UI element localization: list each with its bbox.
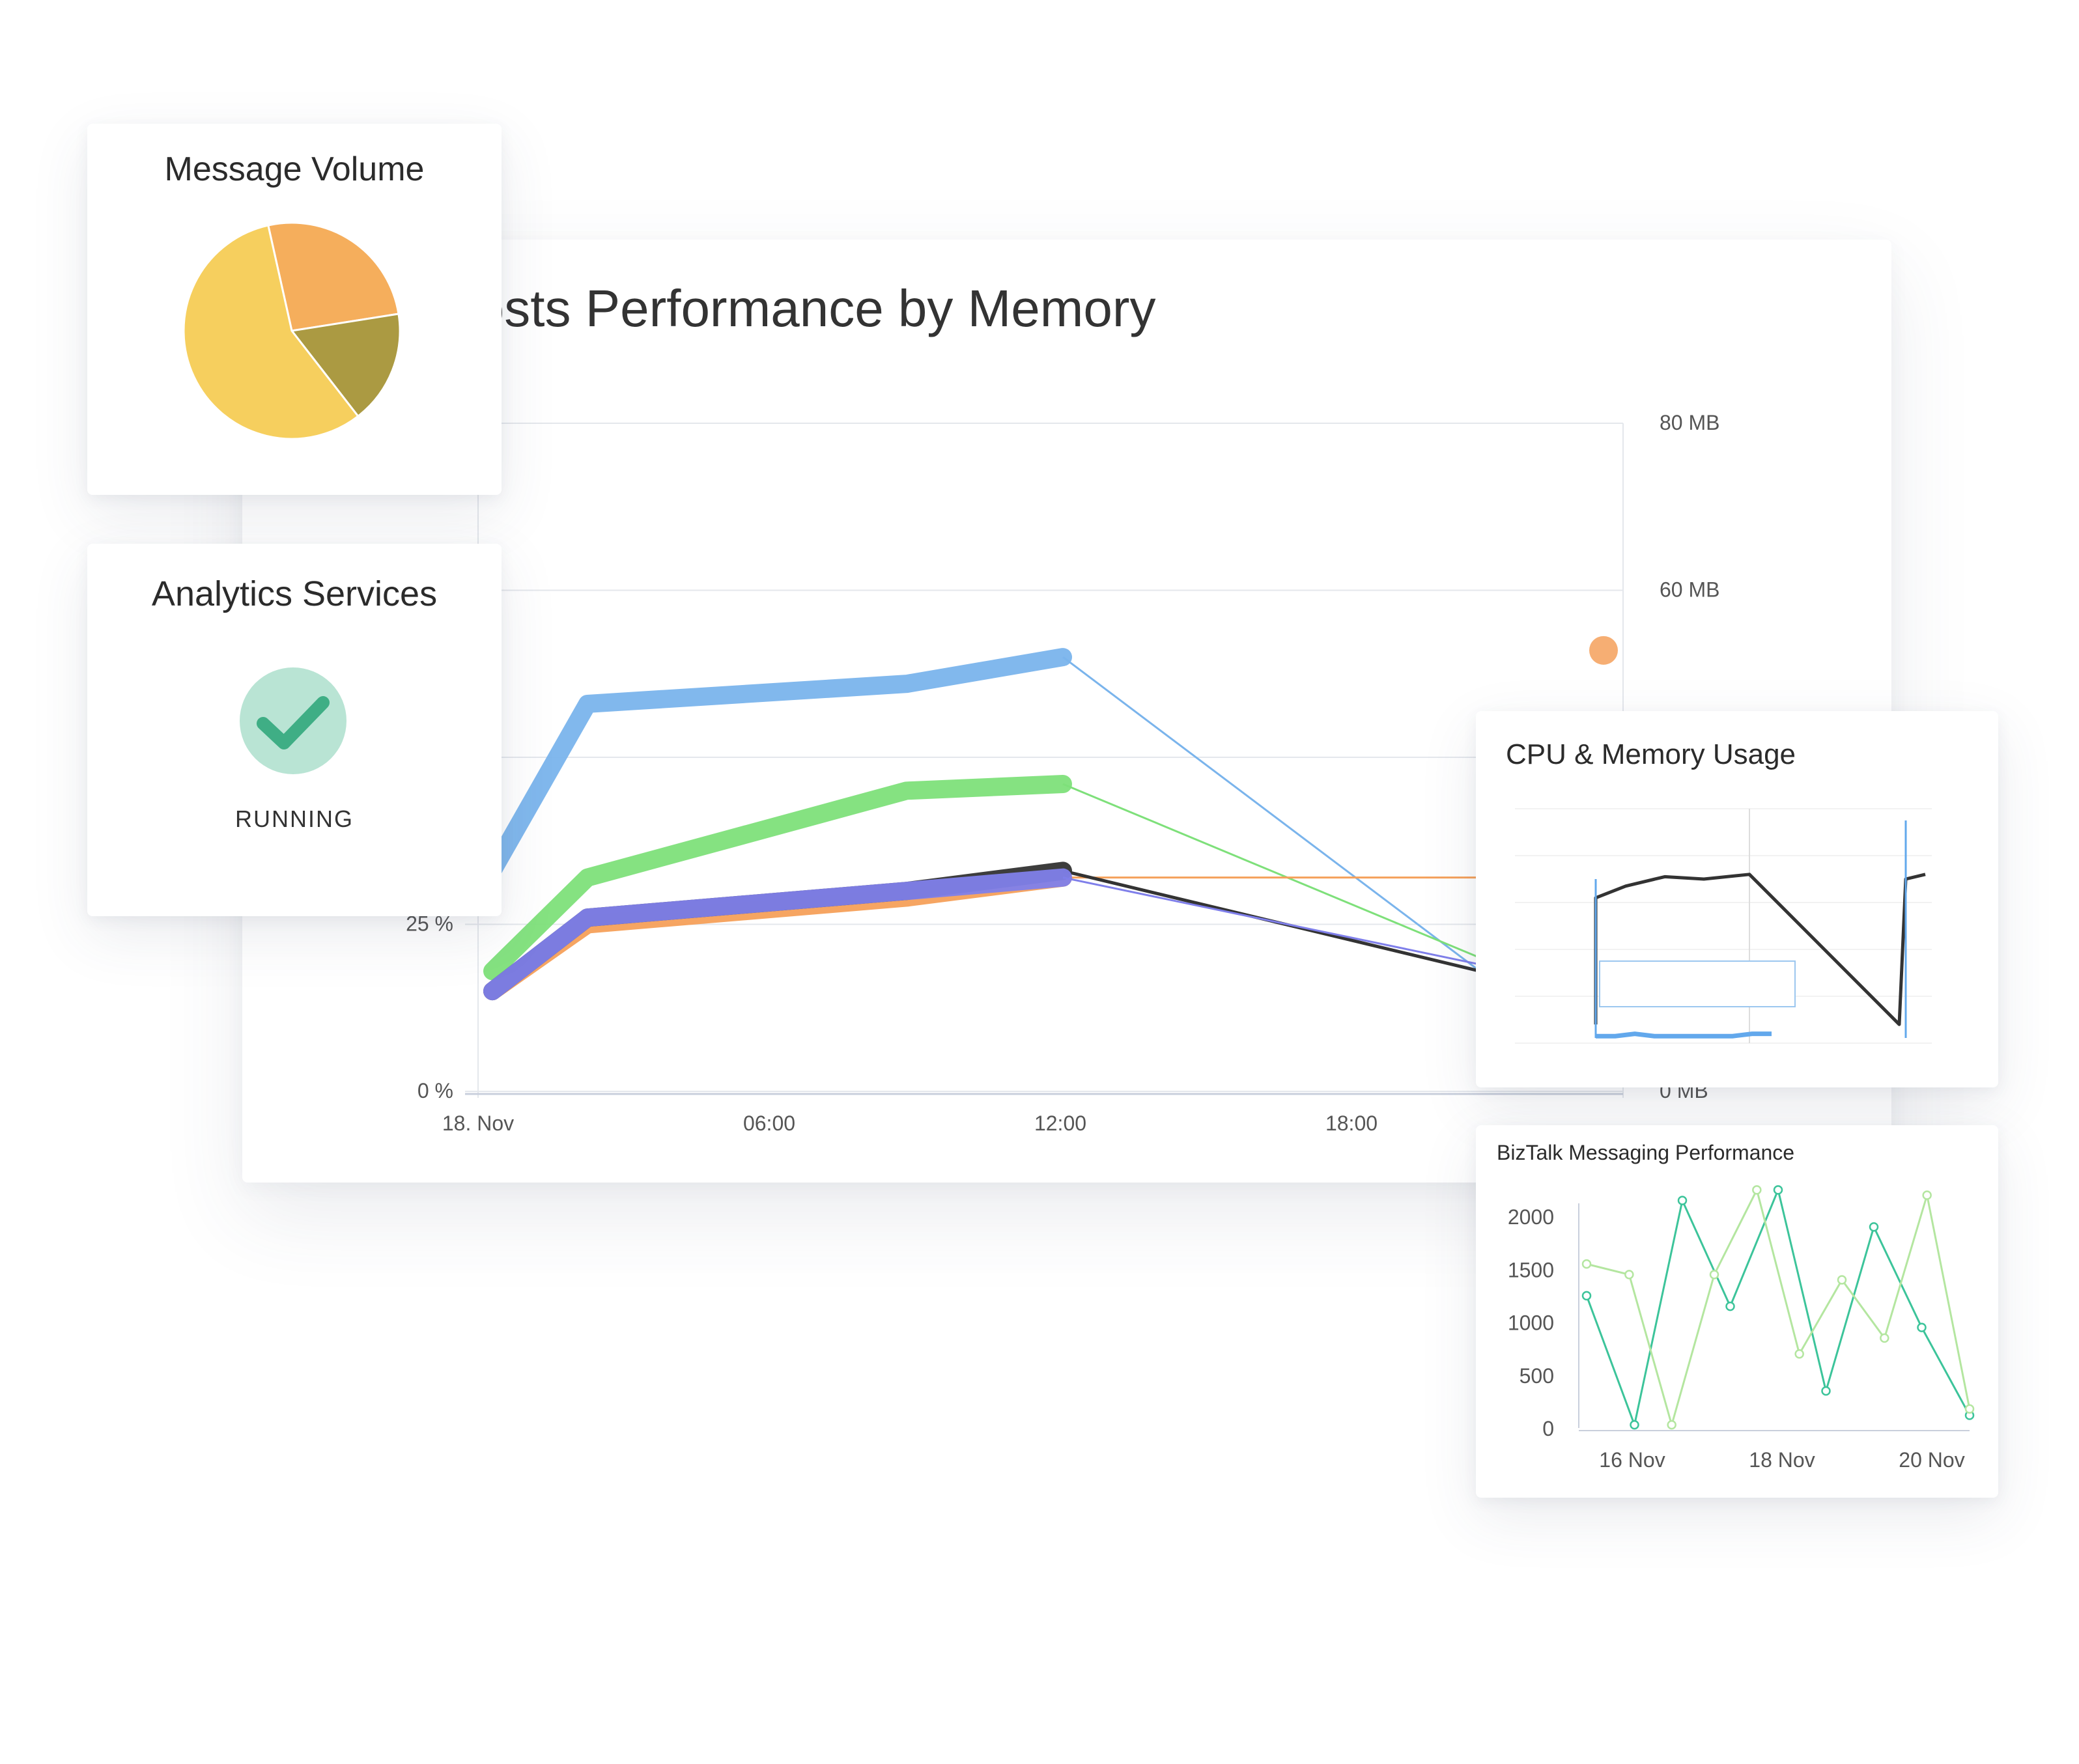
cpu-memory-chart: [1515, 808, 1932, 1044]
x-tick-label: 20 Nov: [1899, 1448, 1964, 1472]
x-tick-label: 16 Nov: [1599, 1448, 1665, 1472]
pie-slice: [290, 313, 401, 418]
y-tick-label: 2000: [1508, 1205, 1554, 1229]
x-tick-label: 18 Nov: [1749, 1448, 1815, 1472]
series-point: [1667, 1420, 1676, 1430]
series-point: [1773, 1185, 1783, 1195]
series-point: [1581, 1291, 1592, 1301]
biztalk-messaging-card: BizTalk Messaging Performance 0 500 1000 15…: [1476, 1125, 1998, 1498]
message-volume-title: Message Volume: [164, 150, 425, 188]
right-tick-label: 80 MB: [1660, 411, 1719, 434]
series-point: [1581, 1259, 1592, 1269]
message-volume-card: Message Volume: [87, 124, 502, 495]
x-tick-label: 18. Nov: [442, 1112, 514, 1135]
series-point: [1794, 1349, 1804, 1359]
series-point: [1821, 1386, 1831, 1396]
x-tick-label: 06:00: [743, 1112, 795, 1135]
series-line: [1585, 1186, 1971, 1429]
chart-series: [483, 636, 1618, 1001]
x-tick-label: 12:00: [1034, 1112, 1086, 1135]
series-point: [1964, 1404, 1975, 1414]
series-point: [1709, 1270, 1719, 1280]
pie-slice: [266, 221, 400, 332]
message-volume-pie: [182, 221, 401, 440]
biztalk-messaging-title: BizTalk Messaging Performance: [1497, 1141, 1795, 1164]
series-point: [1630, 1420, 1639, 1430]
series-line: [483, 868, 1072, 1001]
service-status-label: RUNNING: [235, 805, 354, 832]
series-line: [483, 775, 1072, 981]
series-line: [483, 648, 1072, 880]
main-chart-title: Hosts Performance by Memory: [438, 279, 1156, 337]
cpu-memory-card: CPU & Memory Usage: [1476, 711, 1998, 1087]
y-tick-label: 1000: [1508, 1311, 1554, 1335]
series-connector: [1062, 783, 1480, 959]
biztalk-messaging-chart: 0 500 1000 1500 2000 16 Nov 18 Nov 20 Nov: [1508, 1185, 1975, 1472]
y-tick-label: 500: [1520, 1364, 1554, 1388]
series-connector: [1062, 656, 1480, 972]
pie-slice: [182, 224, 360, 440]
series-point: [1922, 1190, 1932, 1200]
tooltip-box: [1599, 960, 1796, 1007]
left-tick-label: 0 %: [417, 1079, 453, 1102]
series-point: [1869, 1222, 1879, 1232]
series-line: [1586, 1187, 1971, 1429]
series-point: [1725, 1301, 1735, 1311]
right-tick-label: 60 MB: [1660, 578, 1719, 602]
series-point: [1917, 1323, 1927, 1332]
series-point: [1624, 1270, 1634, 1280]
chart-axes: [465, 423, 1624, 1098]
analytics-services-title: Analytics Services: [151, 574, 438, 613]
cpu-memory-title: CPU & Memory Usage: [1506, 738, 1796, 770]
series-point: [1880, 1333, 1889, 1343]
series-point: [1589, 636, 1618, 665]
series-connector: [1062, 876, 1480, 966]
check-icon: [240, 667, 346, 774]
memory-line: [1594, 873, 1926, 1026]
analytics-services-card: Analytics Services RUNNING: [87, 544, 502, 916]
x-tick-label: 18:00: [1325, 1112, 1378, 1135]
cpu-line: [1596, 1031, 1772, 1039]
series-point: [1752, 1185, 1762, 1195]
y-tick-label: 1500: [1508, 1258, 1554, 1281]
y-tick-label: 0: [1542, 1417, 1554, 1440]
chart-gridlines: [465, 423, 1623, 1092]
series-point: [1837, 1275, 1847, 1285]
series-point: [1677, 1196, 1688, 1205]
